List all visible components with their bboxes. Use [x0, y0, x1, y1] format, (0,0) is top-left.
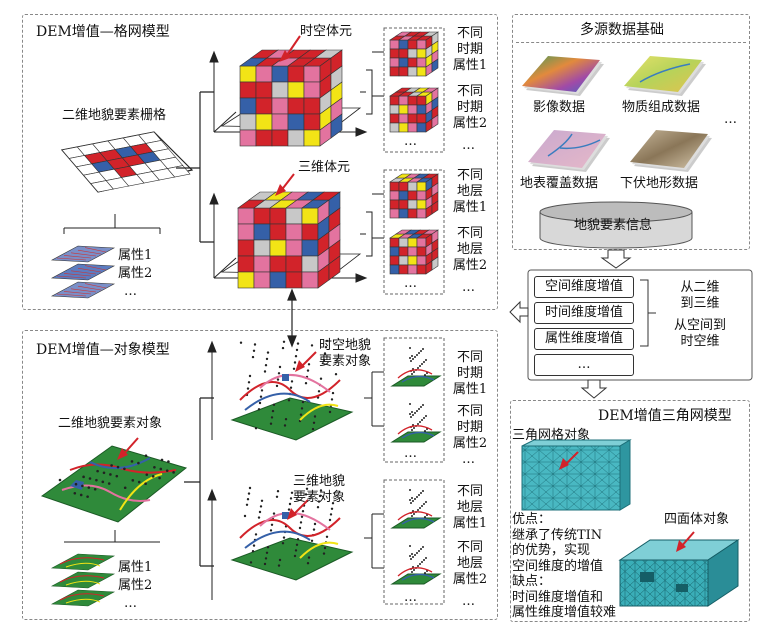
grid-model-title: DEM增值—格网模型 — [36, 24, 170, 40]
obj-time-attr-1: 不同时期属性1 — [452, 350, 488, 397]
material-data-layer — [624, 56, 706, 96]
spacetime-voxel-cube — [239, 49, 343, 147]
attr-2-label: 属性2 — [118, 266, 153, 281]
tin-description: 优点： 继承了传统TIN 的优势，实现 空间维度的增值 缺点： 时间维度增值和 … — [512, 512, 617, 620]
landcover-data-layer — [528, 130, 610, 172]
increment-note-1: 从二维到三维 — [680, 280, 720, 311]
triangle-object-label: 三角网格对象 — [512, 428, 591, 443]
image-data-label: 影像数据 — [533, 100, 586, 115]
cube-stack-ellipsis-2: … — [404, 276, 417, 291]
obj-layer-ellipsis: … — [462, 594, 475, 609]
spacetime-voxel-label: 时空体元 — [300, 24, 353, 39]
tetrahedron-object-label: 四面体对象 — [664, 512, 730, 527]
increment-note-2: 从空间到时空维 — [673, 318, 726, 349]
attribute-layers — [50, 245, 116, 299]
data-foundation-title-rule — [516, 42, 746, 43]
obj-stack-ellipsis: … — [404, 446, 417, 461]
object-attribute-layers — [50, 553, 116, 607]
time-attr-ellipsis: … — [462, 138, 475, 153]
obj-time-attr-2: 不同时期属性2 — [452, 404, 488, 451]
raster-plane-label: 二维地貌要素栅格 — [62, 108, 167, 123]
obj-attr-2-label: 属性2 — [118, 578, 153, 593]
time-attr-2: 不同时期属性2 — [452, 84, 488, 131]
3d-voxel-cube — [237, 191, 341, 289]
obj-attr-ellipsis: … — [124, 596, 137, 611]
3d-object-label: 三维地貌要素对象 — [292, 474, 345, 505]
attribute-cubes — [389, 31, 439, 275]
cube-stack-ellipsis: … — [404, 134, 417, 149]
database-label: 地貌要素信息 — [574, 218, 653, 233]
spacetime-object-plane — [230, 397, 354, 441]
spatial-increment-box: 空间维度增值 — [534, 276, 634, 298]
material-data-label: 物质组成数据 — [622, 100, 701, 115]
attr-ellipsis: … — [124, 284, 137, 299]
object-model-title: DEM增值—对象模型 — [36, 342, 170, 358]
attr-1-label: 属性1 — [118, 248, 153, 263]
3d-voxel-label: 三维体元 — [298, 160, 351, 175]
data-foundation-title: 多源数据基础 — [580, 22, 664, 38]
layer-attr-1: 不同地层属性1 — [452, 168, 488, 215]
obj-time-ellipsis: … — [462, 452, 475, 467]
landcover-data-label: 地表覆盖数据 — [520, 176, 599, 191]
temporal-increment-box: 时间维度增值 — [534, 302, 634, 324]
3d-object-plane — [230, 537, 354, 581]
layer-attr-2: 不同地层属性2 — [452, 226, 488, 273]
obj-attr-1-label: 属性1 — [118, 560, 153, 575]
tin-model-panel — [510, 400, 750, 622]
spacetime-object-label: 时空地貌要素对象 — [318, 338, 371, 369]
obj-layer-attr-2: 不同地层属性2 — [452, 540, 488, 587]
grid-model-panel — [22, 14, 498, 310]
image-data-layer — [522, 56, 604, 96]
obj-layer-attr-1: 不同地层属性1 — [452, 484, 488, 531]
data-foundation-panel — [512, 14, 750, 250]
object-plane-label: 二维地貌要素对象 — [58, 416, 163, 431]
triangle-mesh — [521, 445, 621, 511]
raster-grid — [61, 131, 191, 193]
layer-attr-ellipsis: … — [462, 280, 475, 295]
more-increment-box: … — [534, 354, 634, 376]
object-plane — [40, 445, 188, 523]
object-model-panel — [22, 330, 498, 620]
subsurface-data-layer — [630, 130, 712, 172]
data-ellipsis: … — [724, 112, 737, 127]
tin-model-title: DEM增值三角网模型 — [598, 408, 732, 424]
attribute-increment-box: 属性维度增值 — [534, 328, 634, 350]
time-attr-1: 不同时期属性1 — [452, 26, 488, 73]
subsurface-data-label: 下伏地形数据 — [620, 176, 699, 191]
tetrahedron-mesh — [618, 539, 740, 607]
database-cylinder — [539, 201, 693, 249]
obj-stack-ellipsis-2: … — [404, 590, 417, 605]
